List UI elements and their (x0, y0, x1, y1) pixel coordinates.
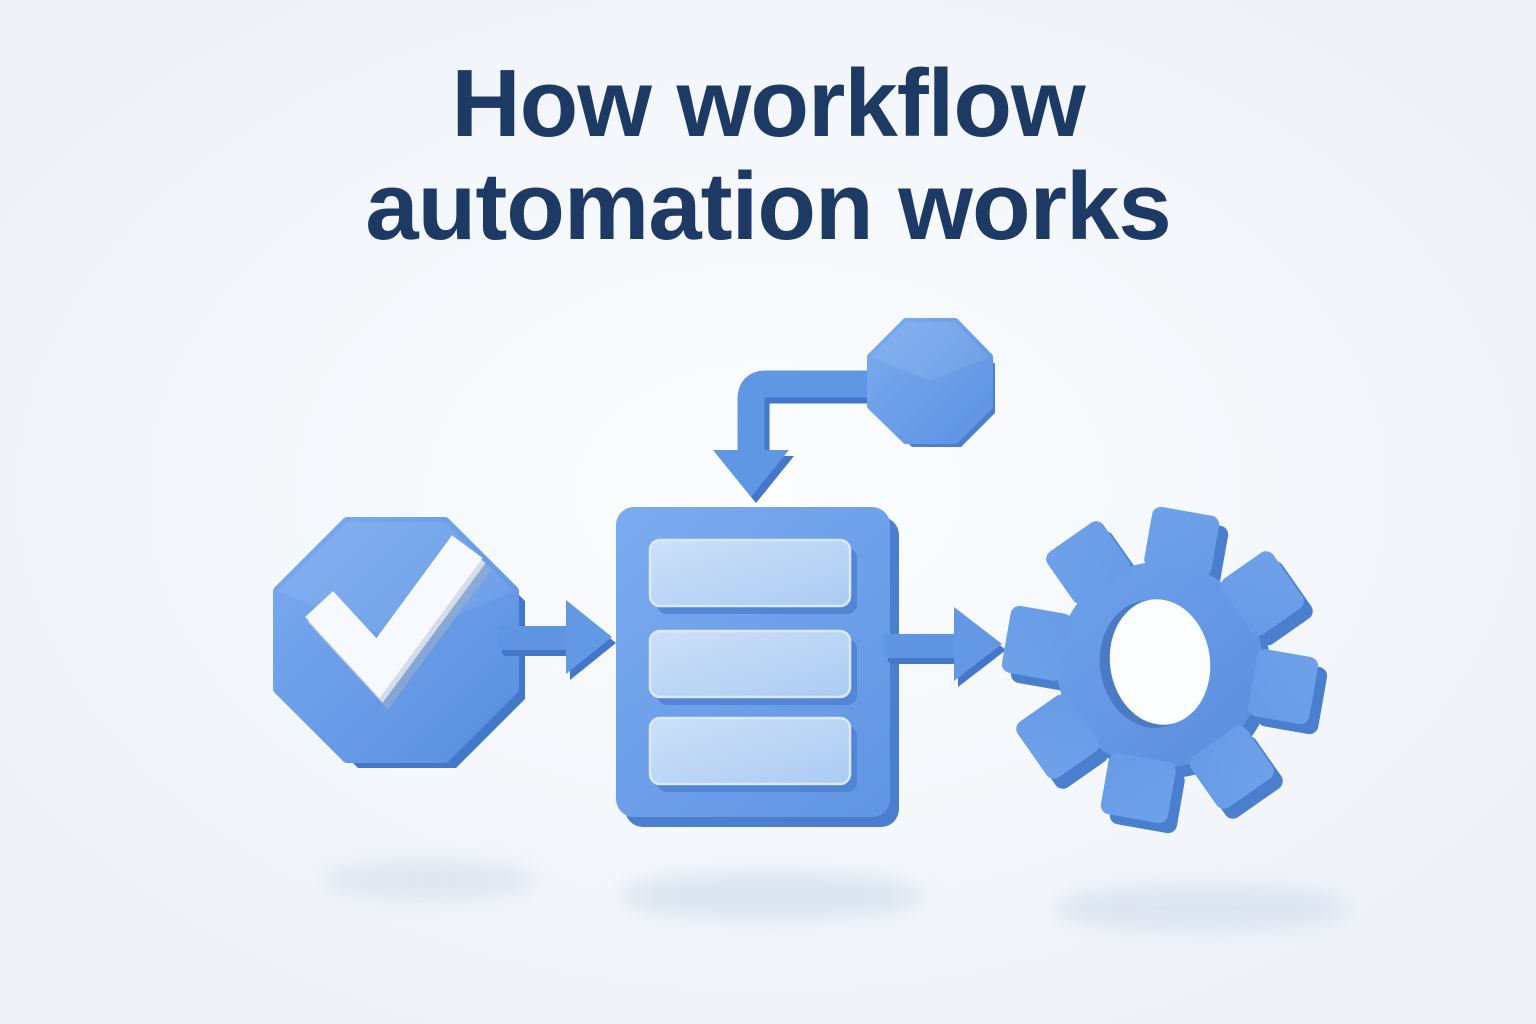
arrow-right-icon (498, 600, 616, 680)
page-title: How workflow automation works (0, 52, 1536, 258)
title-line-1: How workflow (451, 50, 1085, 157)
elbow-pipe (737, 370, 878, 452)
gear-hole (1099, 599, 1211, 728)
octagon-node-highlight (871, 322, 989, 381)
shadow-under-panel (620, 872, 924, 920)
list-row (648, 629, 857, 705)
arrow-shaft (498, 626, 570, 650)
shadow-under-gear (1054, 884, 1350, 932)
list-row (648, 716, 857, 792)
arrow-head (954, 607, 1002, 681)
list-panel-icon (616, 507, 899, 827)
check-octagon-icon (273, 517, 525, 768)
checkmark (305, 535, 491, 710)
gear-icon (1000, 505, 1329, 835)
octagon-node-icon (867, 318, 995, 447)
octagon-node-face (867, 318, 993, 444)
arrow-right-icon (884, 607, 1006, 687)
arrow-shaft (884, 634, 960, 658)
title-line-2: automation works (365, 153, 1171, 260)
arrow-head (566, 600, 612, 674)
ground-shadows (322, 860, 1350, 932)
down-arrowhead (713, 450, 789, 497)
shadow-under-check (322, 860, 538, 900)
list-row (648, 538, 857, 614)
elbow-arrow-down-icon (713, 370, 883, 503)
